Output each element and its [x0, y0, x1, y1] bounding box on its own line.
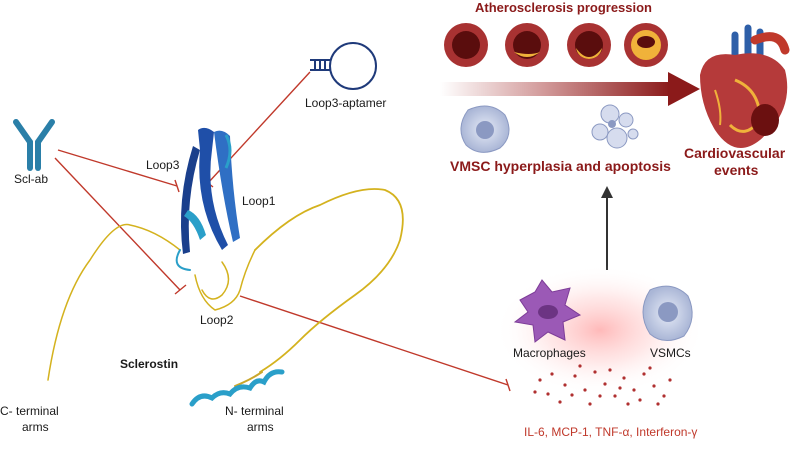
- cardio-line2: events: [714, 162, 759, 178]
- macrophages-label: Macrophages: [513, 346, 586, 360]
- sclerostin-label: Sclerostin: [120, 357, 179, 371]
- cytokines-label: IL-6, MCP-1, TNF-α, Interferon-γ: [524, 425, 698, 439]
- progression-title: Atherosclerosis progression: [475, 0, 652, 15]
- cterm-label-1: C- terminal: [0, 404, 59, 418]
- vmsc-label: VMSC hyperplasia and apoptosis: [450, 158, 671, 174]
- cardio-line1: Cardiovascular: [684, 145, 786, 161]
- artery-cross-section-icon: [444, 23, 488, 67]
- apoptotic-cell-icon: [591, 104, 639, 149]
- vsmcs-label: VSMCs: [650, 346, 691, 360]
- heart-icon: [700, 24, 790, 148]
- vsmc-icon: [642, 285, 693, 341]
- cterm-label-2: arms: [22, 420, 49, 434]
- loop2-label: Loop2: [200, 313, 234, 327]
- antibody-icon: [13, 119, 55, 171]
- aptamer-label: Loop3-aptamer: [305, 96, 387, 110]
- macrophage-icon: [513, 279, 582, 343]
- cell-icon: [460, 105, 510, 153]
- nterm-label-1: N- terminal: [225, 404, 284, 418]
- upward-arrow: [601, 186, 613, 270]
- artery-cross-section-icon: [624, 23, 668, 67]
- beta-sheet: [180, 127, 240, 254]
- progression-arrow: [440, 72, 700, 106]
- loop3-label: Loop3: [146, 158, 180, 172]
- artery-cross-section-icon: [505, 23, 549, 67]
- loop1-label: Loop1: [242, 194, 276, 208]
- nterm-label-2: arms: [247, 420, 274, 434]
- sclerostin-structure: [47, 188, 404, 407]
- inhibition-lines: [54, 71, 511, 392]
- sclab-label: Scl-ab: [14, 172, 49, 186]
- aptamer-icon: [310, 42, 377, 90]
- cytokine-dots: [533, 364, 672, 406]
- artery-cross-section-icon: [567, 23, 611, 67]
